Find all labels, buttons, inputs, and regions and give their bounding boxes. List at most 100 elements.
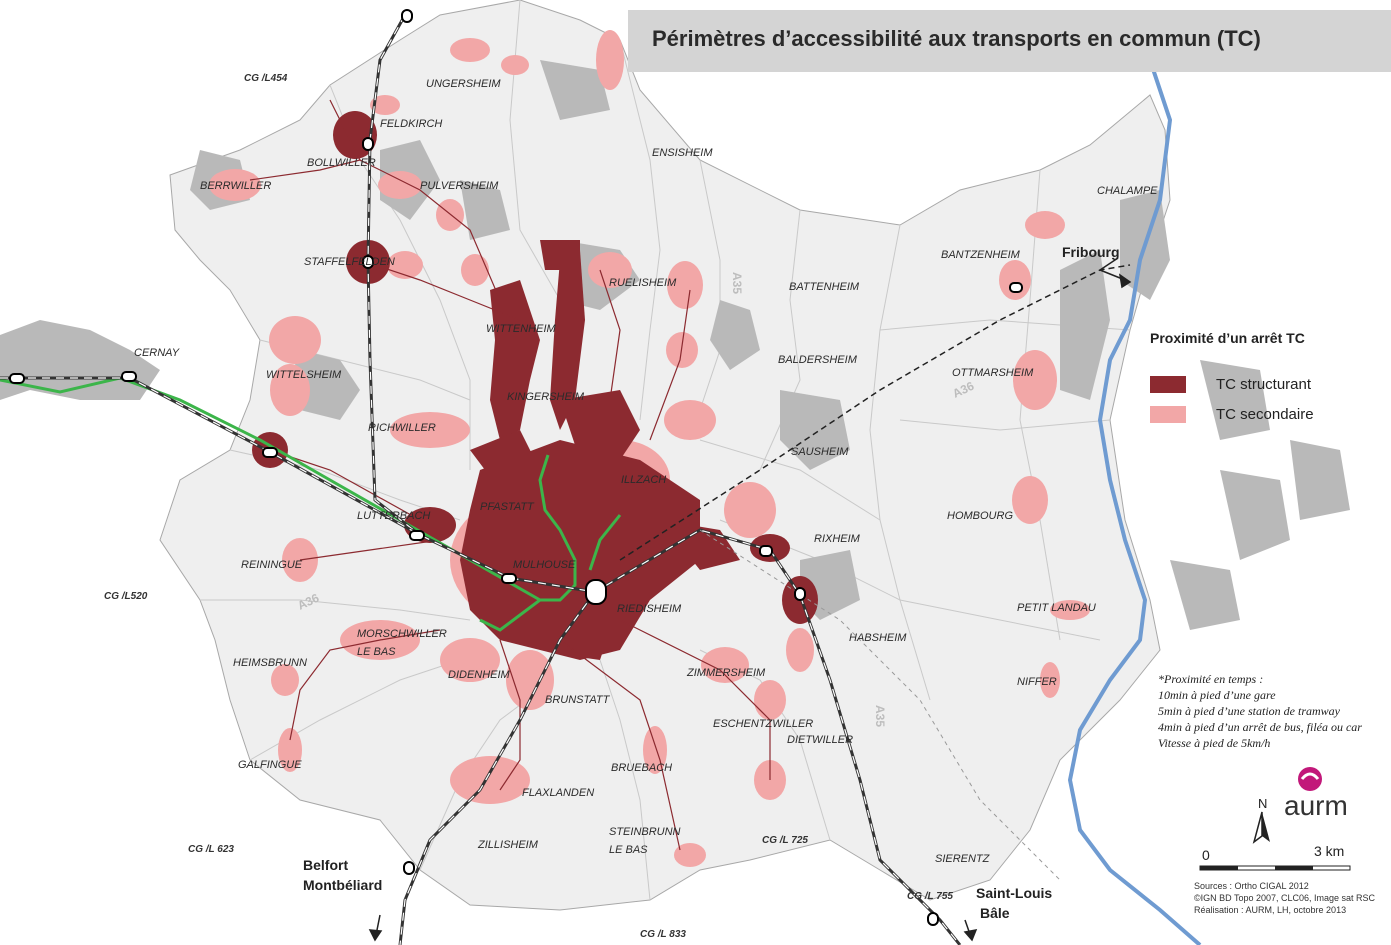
note-line: *Proximité en temps : (1158, 672, 1264, 686)
label-chalampe: CHALAMPE (1097, 185, 1158, 197)
station-lutterbach (409, 530, 425, 541)
label-ungersheim: UNGERSHEIM (426, 78, 501, 90)
station-habsheim (794, 587, 806, 601)
legend-swatch-structurant (1150, 376, 1186, 393)
label-a35-south: A35 (873, 705, 887, 727)
station-south (403, 861, 415, 875)
label-cg-l454: CG /L454 (244, 73, 288, 84)
label-mulhouse: MULHOUSE (513, 559, 576, 571)
station-staffelfelden (362, 255, 374, 269)
label-dietwiller: DIETWILLER (787, 734, 853, 746)
label-cernay: CERNAY (134, 347, 180, 359)
agglomeration-area (159, 0, 1171, 911)
label-steinbrunn-le-bas: LE BAS (609, 844, 648, 856)
label-saint-louis: Saint-Louis (976, 885, 1052, 901)
station-north (401, 9, 413, 23)
source-line: ©IGN BD Topo 2007, CLC06, Image sat RSC (1194, 893, 1376, 903)
scale-bar: 0 3 km (1199, 843, 1351, 871)
label-lutterbach: LUTTERBACH (357, 510, 430, 522)
note-line: 5min à pied d’une station de tramway (1158, 704, 1340, 718)
label-wittelsheim: WITTELSHEIM (266, 369, 342, 381)
direction-arrows (368, 257, 1132, 942)
label-zillisheim: ZILLISHEIM (477, 839, 539, 851)
label-hombourg: HOMBOURG (947, 510, 1013, 522)
label-petit-landau: PETIT LANDAU (1017, 602, 1096, 614)
legend-item-secondaire: TC secondaire (1150, 406, 1314, 423)
road-labels: CG /L454 CG /L520 CG /L 623 CG /L 725 CG… (104, 73, 953, 940)
source-line: Sources : Ortho CIGAL 2012 (1194, 881, 1309, 891)
label-brunstatt: BRUNSTATT (545, 694, 611, 706)
north-label: N (1258, 796, 1267, 811)
label-kingersheim: KINGERSHEIM (507, 391, 585, 403)
label-sausheim: SAUSHEIM (791, 446, 849, 458)
label-cg-l833: CG /L 833 (640, 929, 686, 940)
label-eschentzwiller: ESCHENTZWILLER (713, 718, 813, 730)
label-bruebach: BRUEBACH (611, 762, 672, 774)
north-arrow-icon: N (1252, 796, 1270, 844)
station-cernay (121, 371, 137, 382)
legend: Proximité d’un arrêt TC TC structurant T… (1150, 330, 1380, 423)
legend-label-secondaire: TC secondaire (1216, 406, 1314, 423)
label-sierentz: SIERENTZ (935, 853, 991, 865)
label-rixheim: RIXHEIM (814, 533, 861, 545)
station-wittelsheim (262, 447, 278, 458)
label-didenheim: DIDENHEIM (448, 669, 511, 681)
station-mulhouse (585, 579, 607, 605)
station-sierentz (927, 912, 939, 926)
legend-label-structurant: TC structurant (1216, 376, 1312, 393)
label-heimsbrunn: HEIMSBRUNN (233, 657, 307, 669)
label-bantzenheim: BANTZENHEIM (941, 249, 1021, 261)
label-ensisheim: ENSISHEIM (652, 147, 713, 159)
label-flaxlanden: FLAXLANDEN (522, 787, 594, 799)
label-baldersheim: BALDERSHEIM (778, 354, 858, 366)
label-battenheim: BATTENHEIM (789, 281, 860, 293)
note-line: 10min à pied d’une gare (1158, 688, 1276, 702)
label-belfort: Belfort (303, 857, 348, 873)
label-habsheim: HABSHEIM (849, 632, 907, 644)
label-fribourg: Fribourg (1062, 244, 1120, 260)
label-steinbrunn: STEINBRUNN (609, 826, 681, 838)
note-line: 4min à pied d’un arrêt de bus, filéa ou … (1158, 720, 1362, 734)
station-rixheim (759, 545, 773, 557)
station-cernay-west (9, 373, 25, 384)
motorway-a35-south (699, 529, 1061, 881)
label-pfastatt: PFASTATT (480, 501, 535, 513)
label-niffer: NIFFER (1017, 676, 1057, 688)
station-bantzenheim (1009, 282, 1023, 293)
label-illzach: ILLZACH (621, 474, 666, 486)
label-richwiller: RICHWILLER (368, 422, 436, 434)
station-mulhouse-west (501, 573, 517, 584)
label-ruelisheim: RUELISHEIM (609, 277, 677, 289)
label-galfingue: GALFINGUE (238, 759, 302, 771)
label-riedisheim: RIEDISHEIM (617, 603, 682, 615)
label-montbeliard: Montbéliard (303, 877, 382, 893)
rhine-river (1067, 59, 1202, 945)
map-title: Périmètres d’accessibilité aux transport… (652, 26, 1261, 51)
proximity-notes: *Proximité en temps : 10min à pied d’une… (1158, 671, 1386, 751)
label-pulversheim: PULVERSHEIM (420, 180, 499, 192)
label-reiningue: REININGUE (241, 559, 303, 571)
place-labels: UNGERSHEIM FELDKIRCH BOLLWILLER ENSISHEI… (134, 78, 1158, 865)
legend-item-structurant: TC structurant (1150, 376, 1311, 393)
legend-swatch-secondaire (1150, 406, 1186, 423)
label-a35-north: A35 (730, 272, 744, 294)
label-cg-l755: CG /L 755 (907, 891, 953, 902)
label-zimmersheim: ZIMMERSHEIM (686, 667, 766, 679)
label-bollwiller: BOLLWILLER (307, 157, 376, 169)
source-line: Réalisation : AURM, LH, octobre 2013 (1194, 905, 1347, 915)
label-bale: Bâle (980, 905, 1010, 921)
label-feldkirch: FELDKIRCH (380, 118, 442, 130)
motorway-a36 (619, 264, 1131, 561)
logo-text: aurm (1284, 790, 1348, 821)
sources: Sources : Ortho CIGAL 2012 ©IGN BD Topo … (1194, 880, 1390, 916)
label-ottmarsheim: OTTMARSHEIM (952, 367, 1034, 379)
direction-labels: Fribourg Belfort Montbéliard Saint-Louis… (303, 244, 1120, 921)
built-up-areas (0, 60, 1350, 630)
arrow-fribourg-head (1118, 273, 1132, 289)
label-morschwiller-le-bas: LE BAS (357, 646, 396, 658)
title-banner (628, 10, 1391, 72)
scale-end: 3 km (1314, 843, 1344, 859)
station-bollwiller (362, 137, 374, 151)
label-staffelfelden: STAFFELFELDEN (304, 256, 395, 268)
